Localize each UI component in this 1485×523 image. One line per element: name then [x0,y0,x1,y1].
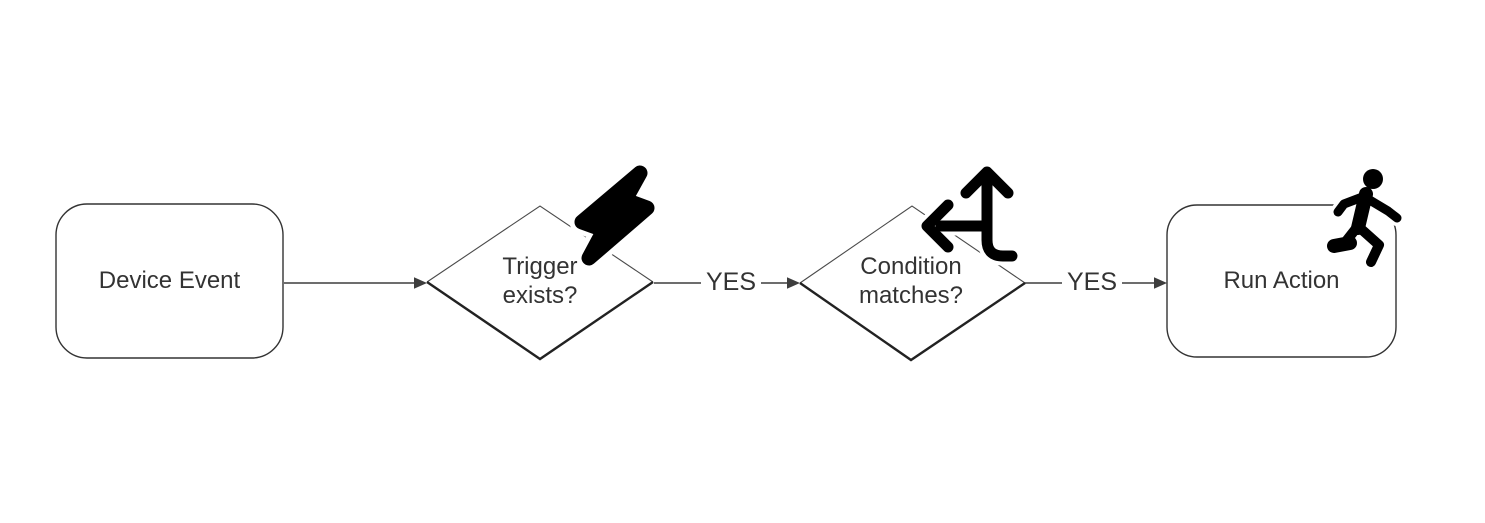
lightning-bolt-icon [569,160,660,271]
node-device-event-shape [55,203,284,359]
edge-device-to-trigger [284,277,427,289]
edge-label-yes-1: YES [701,260,761,305]
arrowhead-icon [414,277,427,289]
icon-glyph [921,166,1018,262]
node-run-action-label: Run Action [1223,266,1340,294]
arrowhead-icon [787,277,800,289]
icon-glyph [1327,169,1402,267]
running-person-icon [1323,165,1405,271]
split-arrows-icon [917,162,1022,266]
node-trigger-exists-label: Trigger exists? [502,253,578,309]
edge-label-yes-2: YES [1062,260,1122,305]
node-device-event-label: Device Event [98,266,241,294]
node-condition-matches-label: Condition matches? [858,253,964,309]
diamond-top-edges [426,205,654,283]
arrowhead-icon [1154,277,1167,289]
diamond-bottom-edges [426,281,654,361]
icon-glyph [574,165,655,266]
diamond-bottom-edges [799,282,1026,362]
